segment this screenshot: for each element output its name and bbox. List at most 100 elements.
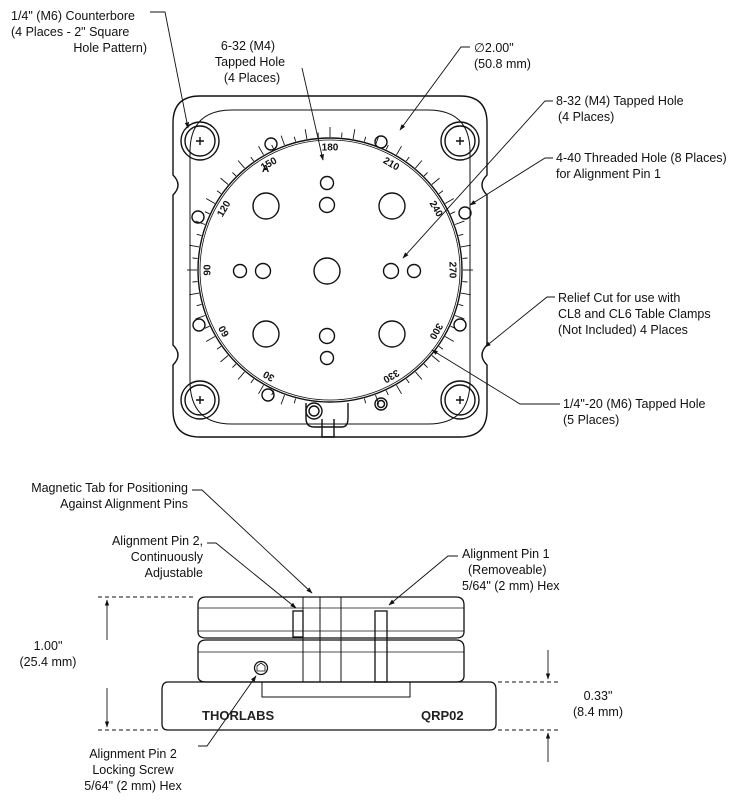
scale-label: 90	[203, 264, 214, 276]
height-dim-label-1: 1.00"	[34, 639, 63, 653]
m4-632-label-2: Tapped Hole	[215, 55, 285, 69]
counterbore-holes	[180, 121, 480, 420]
scale-tick	[352, 129, 356, 140]
scale-tick	[444, 336, 455, 342]
pin1-label-1: Alignment Pin 1	[462, 547, 550, 561]
lower-body	[197, 639, 465, 683]
side-view	[161, 596, 497, 731]
scale-tick	[454, 315, 465, 320]
scale-label: 120	[215, 199, 233, 219]
scale-tick	[216, 345, 222, 350]
scale-tick	[415, 160, 423, 169]
scale-tick	[431, 177, 440, 185]
scale-tick	[205, 198, 216, 204]
scale-tick	[405, 156, 410, 162]
scale-tick	[280, 394, 285, 405]
scale-label: 180	[322, 143, 339, 154]
scale-tick	[385, 144, 389, 150]
scale-tick	[196, 303, 202, 307]
scale-label: 30	[261, 368, 277, 383]
side-brand: THORLABS QRP02	[202, 708, 464, 723]
scale-tick	[385, 390, 389, 396]
m6-tapped-label-2: (5 Places)	[563, 413, 619, 427]
part-number-label: QRP02	[421, 708, 464, 723]
pin-holes-440	[191, 135, 472, 411]
brand-label: THORLABS	[202, 708, 275, 723]
scale-tick	[423, 363, 428, 368]
scale-tick	[396, 145, 402, 156]
rotation-disc-inner	[199, 139, 461, 401]
scale-tick	[458, 303, 464, 307]
scale-tick	[196, 233, 202, 237]
top-view	[172, 95, 488, 438]
scale-tick	[205, 336, 216, 342]
scale-tick	[220, 355, 229, 363]
scale-tick	[216, 190, 222, 195]
plate-inner-outline	[189, 109, 471, 425]
m4-832-label-2: (4 Places)	[558, 110, 614, 124]
magnetic-tab-top	[305, 402, 349, 438]
side-callout-labels: Magnetic Tab for Positioning Against Ali…	[20, 481, 623, 793]
scale-tick	[195, 315, 206, 320]
index-mark-a: A	[262, 164, 269, 175]
plate-outline	[172, 95, 488, 438]
scale-tick	[250, 156, 255, 162]
scale-label: 210	[381, 155, 401, 173]
locking-screw-label-1: Alignment Pin 2	[89, 747, 177, 761]
pin1-label-2: (Removeable)	[468, 563, 547, 577]
top-leaders	[150, 11, 560, 405]
scale-tick	[415, 371, 423, 380]
scale-label: 240	[427, 199, 445, 219]
scale-label: 330	[381, 367, 401, 385]
scale-tick	[258, 145, 264, 156]
scale-tick	[280, 135, 285, 146]
scale-tick	[293, 398, 297, 404]
scale-label: 300	[426, 321, 444, 341]
scale-tick	[458, 233, 464, 237]
m4-632-label-3: (4 Places)	[224, 71, 280, 85]
scale-tick	[204, 325, 210, 329]
scale-tick	[460, 292, 471, 296]
counterbore-label-2: (4 Places - 2" Square	[11, 25, 129, 39]
relief-cut-label-1: Relief Cut for use with	[558, 291, 680, 305]
counterbore-label-3: Hole Pattern)	[73, 41, 147, 55]
m4-832-label-1: 8-32 (M4) Tapped Hole	[556, 94, 684, 108]
scale-tick	[363, 136, 367, 142]
scale-tick	[438, 190, 444, 195]
threaded-440-label-1: 4-40 Threaded Hole (8 Places)	[556, 151, 727, 165]
base-dim-label-1: 0.33"	[584, 689, 613, 703]
height-dim-label-2: (25.4 mm)	[20, 655, 77, 669]
pin2-label-1: Alignment Pin 2,	[112, 534, 203, 548]
pin2-label-3: Adjustable	[145, 566, 203, 580]
locking-screw-label-3: 5/64" (2 mm) Hex	[84, 779, 182, 793]
scale-tick	[237, 160, 245, 169]
scale-tick	[450, 211, 456, 215]
relief-cut-label-2: CL8 and CL6 Table Clamps	[558, 307, 711, 321]
magnetic-tab-label-2: Against Alignment Pins	[60, 497, 188, 511]
base-plate	[161, 681, 497, 731]
scale-label: 60	[217, 323, 232, 339]
scale-tick	[304, 129, 308, 140]
diameter-label-1: ∅2.00"	[474, 41, 514, 55]
scale-tick	[423, 172, 428, 177]
scale-tick	[454, 220, 465, 225]
scale-tick	[232, 363, 237, 368]
scale-tick	[204, 211, 210, 215]
scale-tick	[258, 384, 264, 395]
scale-ticks	[187, 127, 473, 405]
rotation-disc	[197, 137, 463, 403]
scale-tick	[444, 198, 455, 204]
diameter-label-2: (50.8 mm)	[474, 57, 531, 71]
locking-screw	[253, 660, 269, 676]
side-leaders	[192, 489, 458, 747]
scale-tick	[293, 136, 297, 142]
base-dim-label-2: (8.4 mm)	[573, 705, 623, 719]
m4-632-label-1: 6-32 (M4)	[221, 39, 275, 53]
scale-label: 270	[446, 262, 457, 279]
scale-tick	[189, 244, 200, 248]
scale-tick	[250, 378, 255, 384]
scale-tick	[189, 292, 200, 296]
scale-tick	[405, 378, 410, 384]
upper-disc	[197, 596, 465, 639]
